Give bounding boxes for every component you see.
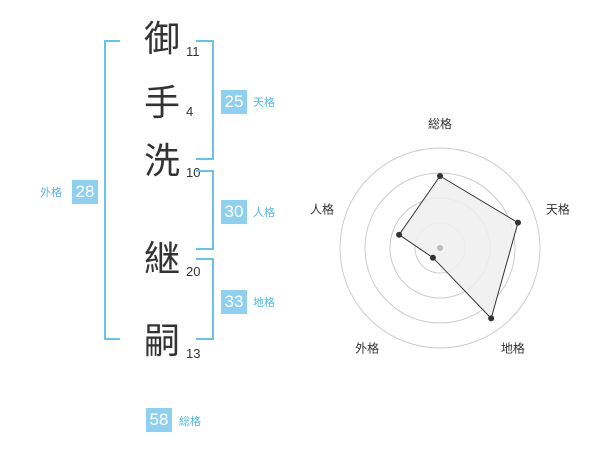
- stroke-count-2: 4: [186, 104, 194, 119]
- radar-axis-label-1: 総格: [428, 116, 452, 131]
- radar-axis-label-3: 地格: [501, 340, 525, 355]
- radar-center-dot: [437, 245, 443, 251]
- chikaku-label: 地格: [253, 296, 275, 309]
- chikaku-value: 33: [221, 290, 247, 314]
- radar-series-area: [398, 175, 519, 320]
- name-char-4: 継: [143, 239, 180, 280]
- name-char-1: 御: [143, 19, 180, 60]
- jinkaku-value: 30: [221, 200, 247, 224]
- radar-point-1: [437, 173, 443, 179]
- gaikaku-value: 28: [72, 180, 98, 204]
- radar-point-5: [396, 231, 403, 238]
- radar-point-2: [514, 219, 521, 226]
- stroke-count-3: 10: [186, 165, 201, 180]
- jinkaku-bracket: [196, 170, 214, 250]
- stroke-count-5: 13: [186, 346, 201, 361]
- tenkaku-label: 天格: [253, 96, 275, 109]
- radar-axis-label-5: 人格: [310, 202, 334, 217]
- name-char-3: 洗: [143, 141, 180, 182]
- jinkaku-label: 人格: [253, 206, 275, 219]
- gaikaku-label: 外格: [40, 186, 62, 199]
- tenkaku-bracket: [196, 40, 214, 160]
- radar-axis-label-4: 外格: [355, 340, 379, 355]
- name-char-5: 嗣: [143, 321, 180, 362]
- tenkaku-value: 25: [221, 90, 247, 114]
- soukaku-value: 58: [146, 408, 172, 432]
- chikaku-bracket: [196, 258, 214, 340]
- soukaku-label: 総格: [179, 415, 201, 428]
- radar-axis-label-2: 天格: [546, 202, 570, 217]
- radar-ring-4: [339, 147, 541, 349]
- radar-point-3: [488, 315, 495, 322]
- stroke-count-1: 11: [186, 44, 200, 59]
- radar-point-4: [429, 254, 436, 261]
- stroke-count-4: 20: [186, 264, 201, 279]
- name-char-2: 手: [143, 83, 180, 124]
- gaikaku-bracket: [104, 40, 120, 340]
